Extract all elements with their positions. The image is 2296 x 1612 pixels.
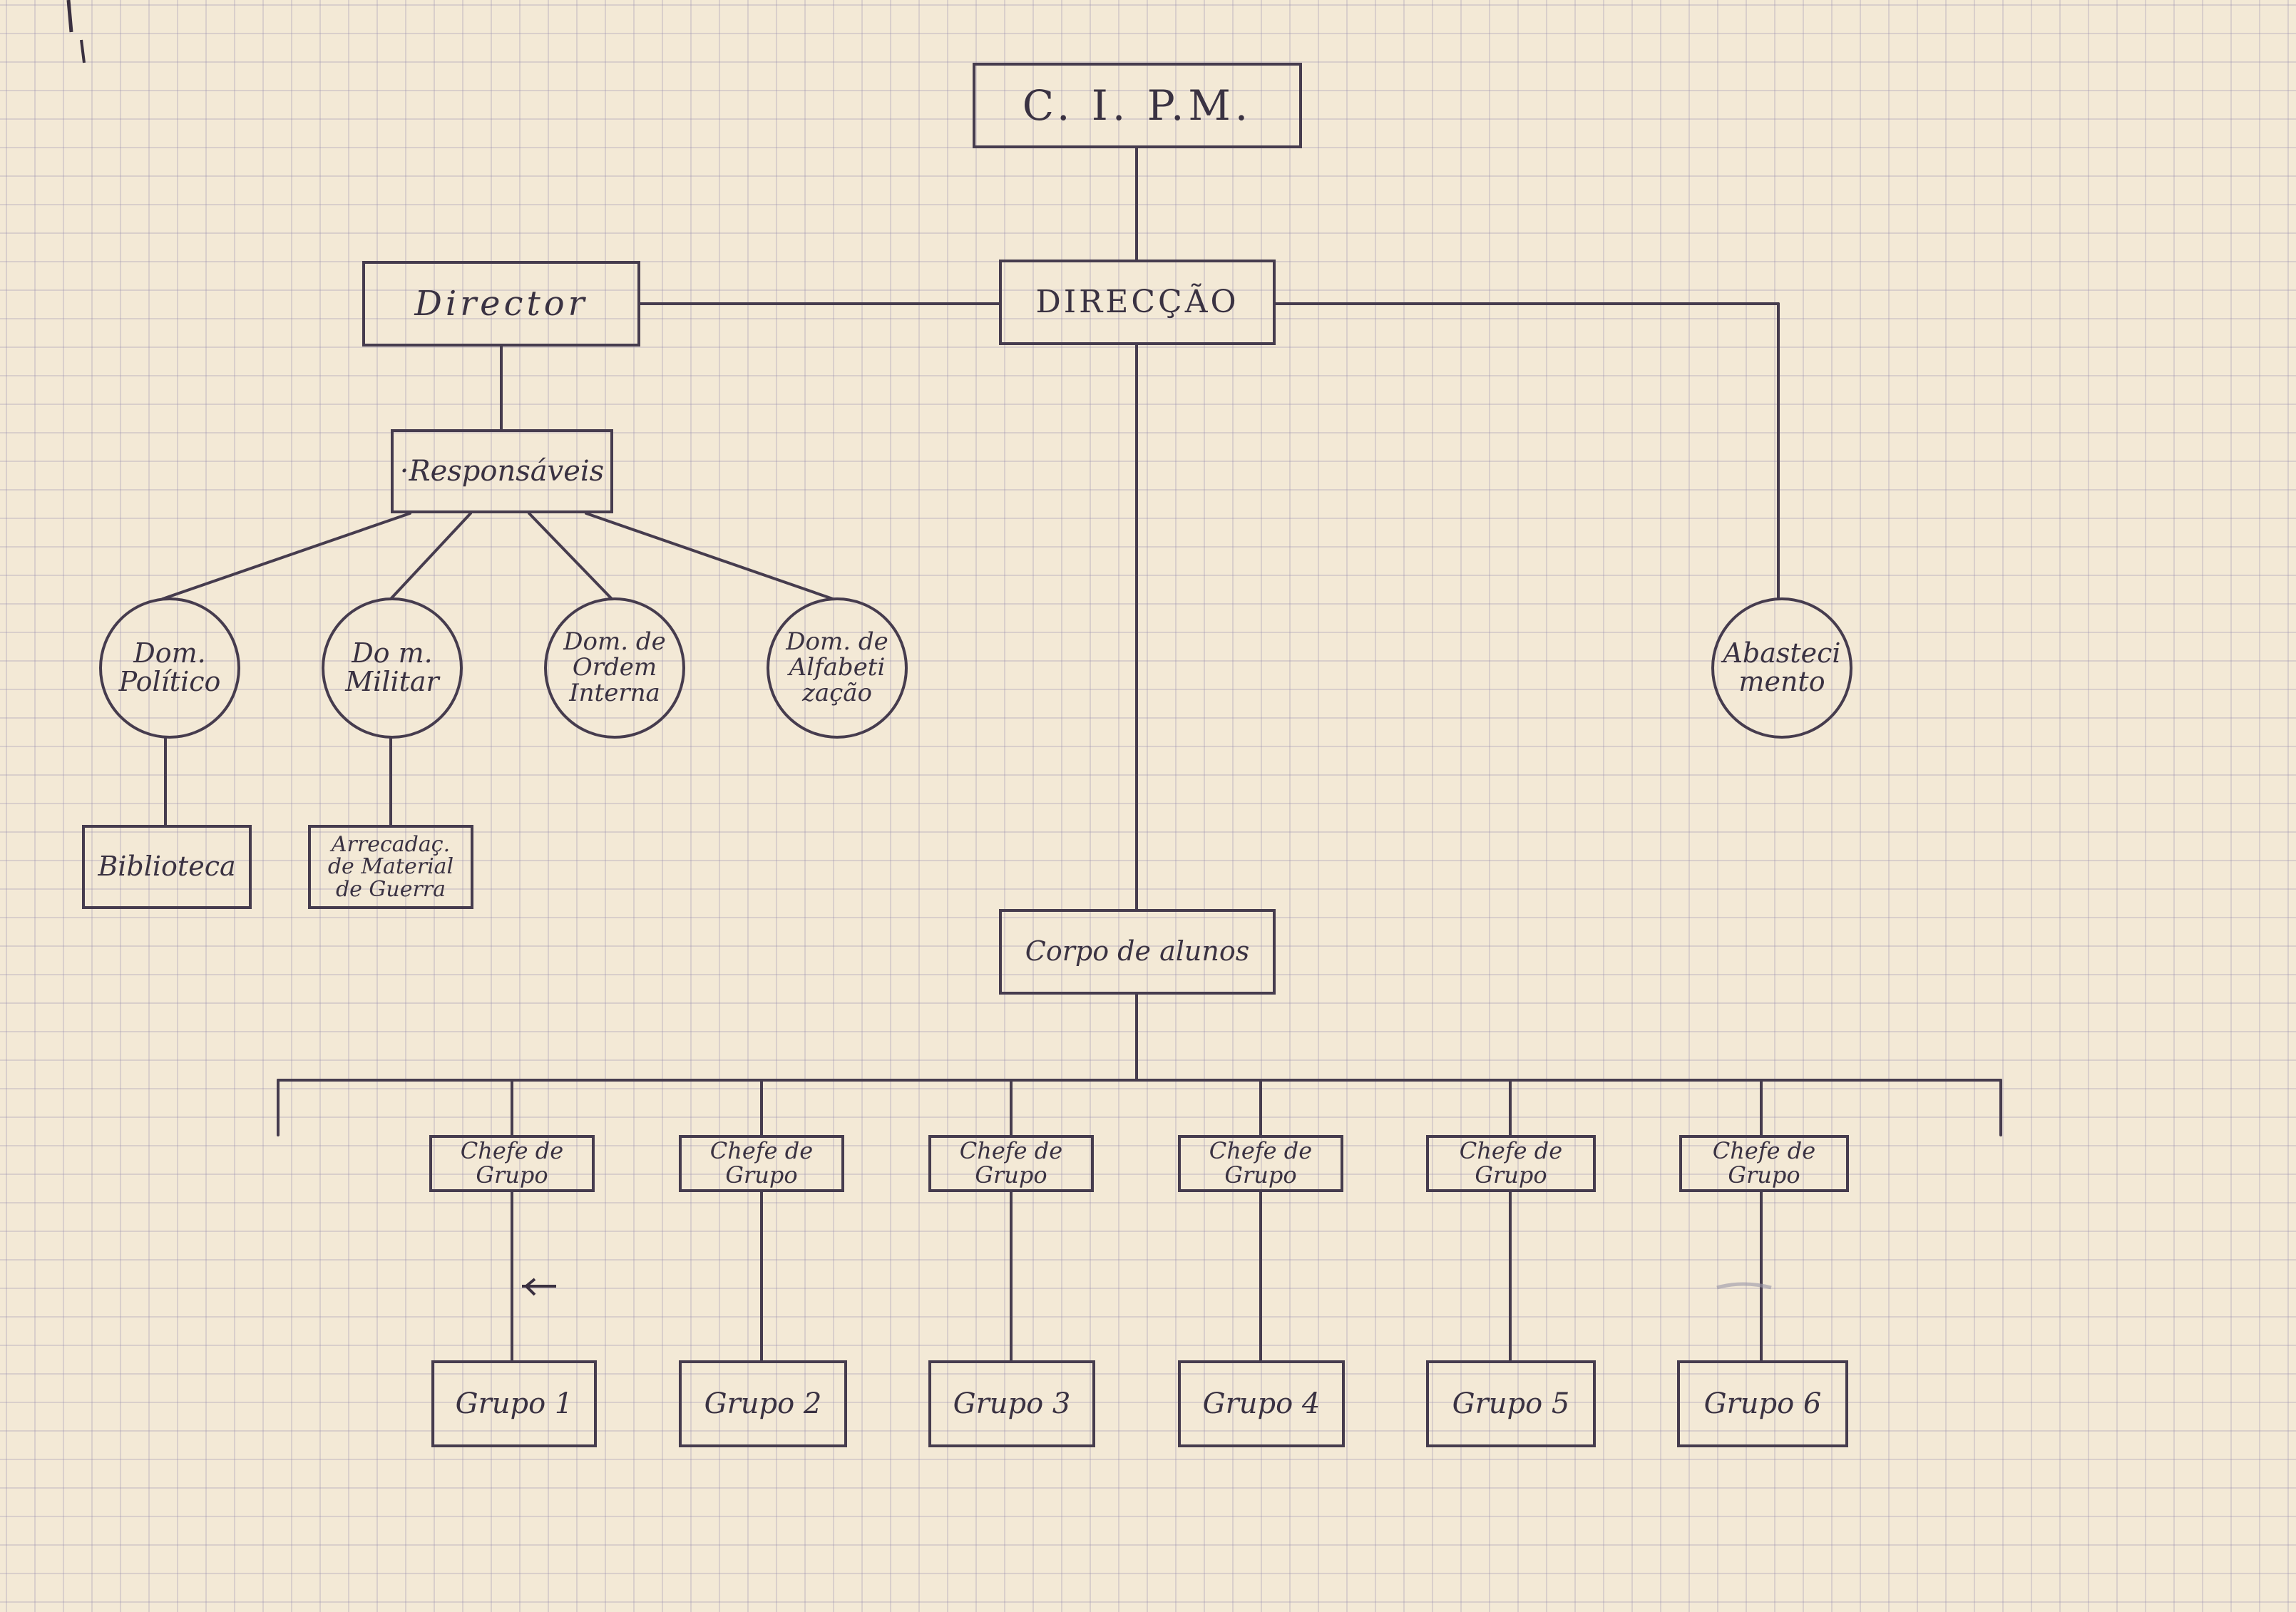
cipm-box: C. I. P.M. (973, 63, 1302, 148)
dom-politico-circle: Dom. Político (99, 597, 240, 739)
grupo-label: Grupo 1 (455, 1387, 573, 1420)
arrecadacao-line2: de Material (327, 854, 454, 880)
dom-alfabetizacao-circle: Dom. de Alfabeti zação (767, 597, 908, 739)
responsaveis-label: ·Responsáveis (399, 455, 605, 488)
pencil-smudge (1716, 1282, 1772, 1290)
arrecadacao-line3: de Guerra (335, 876, 446, 902)
chefe-grupo-3-box: Chefe de Grupo (928, 1135, 1094, 1192)
connector-resp-politico (161, 512, 411, 600)
dom-ordem-line1: Dom. de (563, 627, 666, 657)
abastecimento-line1: Abasteci (1723, 637, 1841, 669)
arrecadacao-line1: Arrecadaç. (331, 831, 451, 857)
chefe-grupo-line1: Chefe de (709, 1137, 814, 1165)
chefe-grupo-line2: Grupo (1475, 1161, 1547, 1189)
chefe-grupo-line1: Chefe de (959, 1137, 1063, 1165)
dom-politico-line1: Dom. (133, 637, 206, 669)
dom-alfabetizacao-line1: Dom. de (786, 627, 888, 657)
chefe-grupo-1-box: Chefe de Grupo (429, 1135, 595, 1192)
chefe-grupo-line2: Grupo (476, 1161, 548, 1189)
dom-alfabetizacao-line3: zação (802, 678, 872, 707)
grupo-3-box: Grupo 3 (928, 1360, 1095, 1447)
dom-militar-line2: Militar (345, 666, 439, 697)
grupo-4-box: Grupo 4 (1178, 1360, 1345, 1447)
dom-ordem-line2: Ordem (572, 653, 657, 682)
chefe-grupo-4-box: Chefe de Grupo (1178, 1135, 1343, 1192)
chefe-grupo-line1: Chefe de (1712, 1137, 1816, 1165)
dom-ordem-interna-circle: Dom. de Ordem Interna (544, 597, 685, 739)
dom-alfabetizacao-line2: Alfabeti (789, 653, 886, 682)
dom-militar-circle: Do m. Militar (322, 597, 463, 739)
grupo-5-box: Grupo 5 (1426, 1360, 1596, 1447)
chefe-grupo-line2: Grupo (975, 1161, 1047, 1189)
biblioteca-label: Biblioteca (98, 851, 236, 883)
chefe-grupo-6-box: Chefe de Grupo (1679, 1135, 1849, 1192)
grupo-2-box: Grupo 2 (679, 1360, 847, 1447)
direccao-box: DIRECÇÃO (999, 260, 1276, 345)
corpo-alunos-box: Corpo de alunos (999, 909, 1276, 995)
chefe-grupo-line1: Chefe de (1459, 1137, 1563, 1165)
biblioteca-box: Biblioteca (82, 825, 252, 909)
chefe-grupo-line2: Grupo (725, 1161, 798, 1189)
director-box: Director (362, 261, 640, 346)
chefe-grupo-5-box: Chefe de Grupo (1426, 1135, 1596, 1192)
grupo-1-box: Grupo 1 (431, 1360, 597, 1447)
dom-ordem-line3: Interna (569, 678, 660, 707)
dom-militar-line1: Do m. (352, 637, 433, 669)
direccao-label: DIRECÇÃO (1035, 283, 1239, 320)
connector-resp-alfabetizacao (585, 512, 834, 600)
responsaveis-box: ·Responsáveis (391, 429, 613, 513)
chefe-grupo-line2: Grupo (1224, 1161, 1297, 1189)
chefe-grupo-2-box: Chefe de Grupo (679, 1135, 844, 1192)
grupo-label: Grupo 6 (1703, 1387, 1822, 1420)
abastecimento-circle: Abasteci mento (1711, 597, 1852, 739)
connector-resp-militar (389, 512, 472, 600)
ink-mark-top-left (66, 0, 86, 63)
grupo-label: Grupo 4 (1202, 1387, 1321, 1420)
chefe-grupo-line1: Chefe de (460, 1137, 564, 1165)
chefe-grupo-line2: Grupo (1728, 1161, 1800, 1189)
arrecadacao-box: Arrecadaç. de Material de Guerra (308, 825, 473, 909)
grupo-6-box: Grupo 6 (1677, 1360, 1848, 1447)
connector-resp-ordem (528, 512, 613, 600)
ink-tick-mark (522, 1278, 556, 1296)
grupo-label: Grupo 5 (1452, 1387, 1570, 1420)
grupo-label: Grupo 2 (704, 1387, 822, 1420)
chefe-grupo-line1: Chefe de (1209, 1137, 1313, 1165)
grupo-label: Grupo 3 (953, 1387, 1071, 1420)
abastecimento-line2: mento (1738, 666, 1825, 697)
corpo-alunos-label: Corpo de alunos (1025, 935, 1250, 967)
director-label: Director (414, 283, 588, 324)
cipm-label: C. I. P.M. (1022, 81, 1253, 130)
dom-politico-line2: Político (118, 666, 221, 697)
